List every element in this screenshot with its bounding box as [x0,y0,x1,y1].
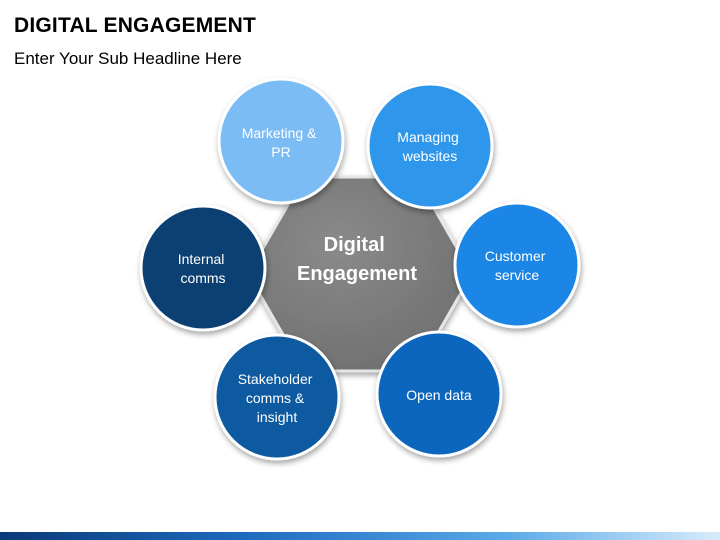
node-label-line: Managing [397,129,459,145]
center-label-line: Engagement [297,263,417,285]
node-customer-service: Customer service [453,201,581,329]
node-label-line: Stakeholder [238,371,313,387]
slide-subtitle: Enter Your Sub Headline Here [14,49,242,68]
node-label-line: PR [271,144,290,160]
node-label: Internal comms [178,251,229,286]
node-managing-websites: Managing websites [366,82,494,210]
center-label: Digital Engagement [297,234,417,285]
node-marketing-pr: Marketing & PR [217,77,345,205]
node-label-line: websites [402,148,457,164]
node-label-line: comms & [246,390,305,406]
node-circle [217,77,345,205]
node-label: Managing websites [397,129,462,164]
footer-accent-bar [0,532,720,540]
node-internal-comms: Internal comms [139,204,267,332]
node-label-line: service [495,267,540,283]
node-circle [213,333,341,461]
node-circle [453,201,581,329]
node-stakeholder-comms: Stakeholder comms & insight [213,333,341,461]
node-circle [366,82,494,210]
node-label-line: insight [257,409,298,425]
node-label: Open data [406,387,472,403]
center-label-line: Digital [324,234,385,256]
node-label-line: comms [180,270,225,286]
node-circle [139,204,267,332]
node-open-data: Open data [375,330,503,458]
node-label: Stakeholder comms & insight [238,371,317,425]
node-circle [375,330,503,458]
node-label-line: Marketing & [242,125,317,141]
slide-title: DIGITAL ENGAGEMENT [14,14,256,37]
node-label: Marketing & PR [242,125,321,160]
node-label-line: Internal [178,251,225,267]
node-label: Customer service [485,248,550,283]
node-label-line: Customer [485,248,546,264]
node-label-line: Open data [406,387,472,403]
